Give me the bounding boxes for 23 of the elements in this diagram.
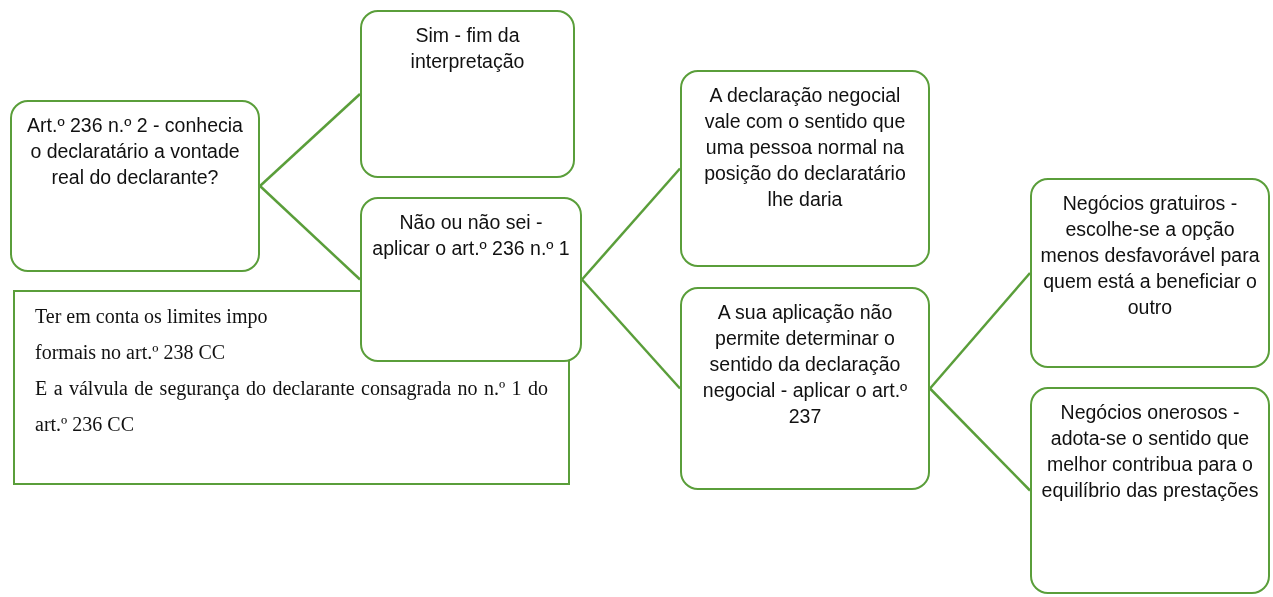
- box-text: Não ou não sei - aplicar o art.º 236 n.º 1: [371, 210, 571, 261]
- result-box: [680, 287, 930, 490]
- question-box: [10, 100, 260, 272]
- box-text: A sua aplicação não permite determinar o sentido da declaração negocial - aplicar o art.º 237: [701, 300, 909, 429]
- connector-line: [259, 185, 361, 281]
- box-text: Art.º 236 n.º 2 - conhecia o declaratário a vontade real do declarante?: [26, 113, 244, 190]
- result-box: [1030, 387, 1270, 594]
- connector-line: [929, 272, 1031, 390]
- connector-line: [581, 278, 681, 390]
- box-text: Negócios gratuiros - escolhe-se a opção menos desfavorável para quem está a beneficiar o outro: [1040, 191, 1260, 320]
- note-text: formais no art.º 238 CC: [35, 340, 227, 365]
- answer-box: [360, 10, 575, 178]
- answer-box: [360, 197, 582, 362]
- note-text: Ter em conta os limites impo: [35, 304, 269, 330]
- result-box: [1030, 178, 1270, 368]
- note-text: E a válvula de segurança do declarante consagrada no n.º 1 do art.º 236 CC: [35, 376, 548, 437]
- box-text: A declaração negocial vale com o sentido que uma pessoa normal na posição do declaratário lhe daria: [703, 83, 907, 212]
- connector-line: [929, 387, 1031, 492]
- box-text: Sim - fim da interpretação: [409, 23, 526, 74]
- connector-line: [581, 167, 681, 281]
- connector-line: [259, 93, 361, 187]
- result-box: [680, 70, 930, 267]
- box-text: Negócios onerosos - adota-se o sentido que melhor contribua para o equilíbrio das prestações: [1040, 400, 1260, 503]
